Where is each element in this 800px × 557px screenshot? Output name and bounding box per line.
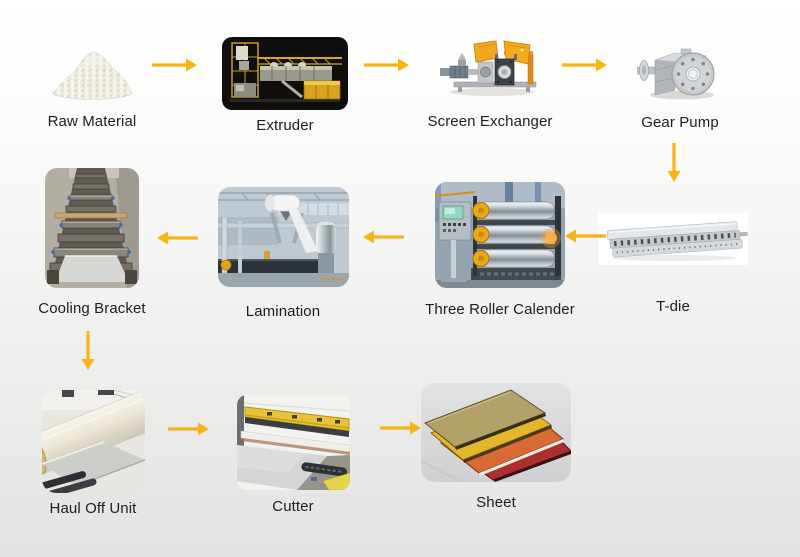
- arrow-cutter-to-sheet-icon: [378, 420, 422, 436]
- node-screen-exchanger: Screen Exchanger: [410, 40, 570, 130]
- node-cutter: Cutter: [223, 395, 363, 515]
- arrow-three-roller-calender-to-lamination-icon: [362, 229, 406, 245]
- node-label-cooling-bracket: Cooling Bracket: [38, 300, 146, 317]
- cooling-bracket-image: [45, 168, 139, 288]
- t-die-image: [598, 213, 748, 265]
- arrow-t-die-to-three-roller-calender-icon: [564, 228, 608, 244]
- gear-pump-image: [637, 40, 723, 102]
- node-gear-pump: Gear Pump: [606, 40, 754, 131]
- arrow-cooling-bracket-to-haul-off-unit-icon: [80, 329, 96, 371]
- node-label-haul-off-unit: Haul Off Unit: [49, 500, 137, 517]
- node-label-extruder: Extruder: [256, 117, 314, 134]
- arrow-raw-material-to-extruder-icon: [150, 57, 198, 73]
- cutter-image: [236, 395, 350, 490]
- node-raw-material: Raw Material: [20, 42, 164, 130]
- node-label-gear-pump: Gear Pump: [641, 114, 719, 131]
- arrow-lamination-to-cooling-bracket-icon: [156, 230, 200, 246]
- node-cooling-bracket: Cooling Bracket: [20, 168, 164, 317]
- node-label-cutter: Cutter: [272, 498, 314, 515]
- node-label-screen-exchanger: Screen Exchanger: [427, 113, 553, 130]
- node-haul-off-unit: Haul Off Unit: [23, 390, 163, 517]
- node-label-lamination: Lamination: [245, 303, 321, 320]
- node-t-die: T-die: [598, 213, 748, 315]
- node-label-t-die: T-die: [656, 298, 690, 315]
- node-label-raw-material: Raw Material: [47, 113, 137, 130]
- arrow-extruder-to-screen-exchanger-icon: [362, 57, 410, 73]
- node-lamination: Lamination: [213, 187, 353, 320]
- arrow-gear-pump-to-t-die-icon: [666, 141, 682, 183]
- sheet-image: [421, 383, 571, 482]
- node-label-three-roller-calender: Three Roller Calender: [425, 301, 575, 318]
- haul-off-unit-image: [41, 390, 145, 493]
- node-three-roller-calender: Three Roller Calender: [418, 182, 582, 318]
- three-roller-calender-image: [435, 182, 565, 288]
- node-sheet: Sheet: [421, 383, 571, 511]
- screen-exchanger-image: [438, 40, 542, 100]
- arrow-screen-exchanger-to-gear-pump-icon: [560, 57, 608, 73]
- extruder-image: [222, 37, 348, 110]
- node-extruder: Extruder: [213, 37, 357, 134]
- raw-material-image: [50, 42, 134, 100]
- lamination-image: [217, 187, 349, 287]
- node-label-sheet: Sheet: [476, 494, 516, 511]
- arrow-haul-off-unit-to-cutter-icon: [166, 421, 210, 437]
